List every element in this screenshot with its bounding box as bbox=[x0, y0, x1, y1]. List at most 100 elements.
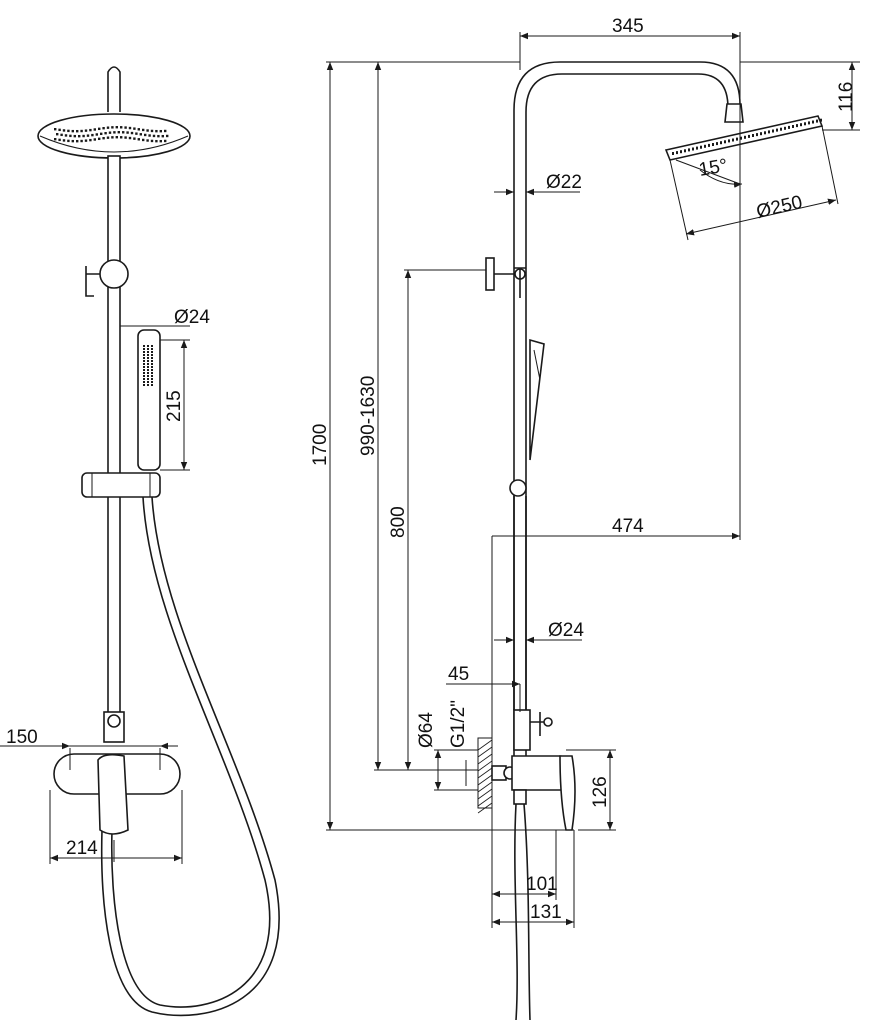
front-diverter-knob bbox=[99, 259, 129, 289]
front-hand-shower-holder bbox=[81, 472, 161, 498]
nozzle-dot bbox=[164, 139, 167, 143]
side-nozzle-dot bbox=[808, 121, 810, 125]
nozzle-dot bbox=[126, 131, 129, 134]
wall-hatch-line bbox=[477, 781, 493, 793]
nozzle-dot bbox=[128, 136, 132, 140]
side-hose bbox=[514, 803, 518, 1020]
side-holder-knob bbox=[509, 479, 527, 497]
hand-nozzle-dot bbox=[143, 354, 145, 356]
nozzle-dot bbox=[108, 131, 112, 134]
hand-nozzle-dot bbox=[147, 360, 149, 362]
side-nozzle-dot bbox=[784, 126, 786, 130]
nozzle-dot bbox=[155, 139, 158, 143]
side-nozzle-dot bbox=[720, 141, 722, 145]
nozzle-dot bbox=[133, 137, 136, 140]
nozzle-dot bbox=[76, 139, 79, 143]
side-nozzle-dot bbox=[748, 134, 750, 138]
side-nozzle-dot bbox=[820, 118, 822, 122]
nozzle-dot bbox=[117, 131, 120, 134]
side-riser-connector bbox=[513, 709, 531, 751]
nozzle-dot bbox=[111, 136, 114, 139]
side-nozzle-dot bbox=[740, 136, 742, 140]
nozzle-dot bbox=[166, 134, 169, 138]
flange-d64-extensions bbox=[434, 749, 478, 791]
depth-101-label: 101 bbox=[526, 874, 558, 895]
side-riser-inner bbox=[525, 73, 729, 790]
side-nozzle-dot bbox=[792, 125, 794, 128]
hand-nozzle-dot bbox=[151, 345, 153, 347]
hand-nozzle-dot bbox=[147, 369, 149, 371]
side-nozzle-dot bbox=[804, 122, 806, 126]
height-800-label: 800 bbox=[388, 506, 409, 538]
side-nozzle-dot bbox=[732, 138, 734, 142]
hand-nozzle-dot bbox=[151, 384, 153, 386]
side-nozzle-dot bbox=[756, 133, 758, 137]
front-view-dimensions: Ø24 215 150 214 bbox=[0, 307, 210, 864]
wall-hatch-line bbox=[477, 774, 493, 786]
hand-nozzle-dot bbox=[147, 381, 149, 383]
side-nozzle-dot bbox=[716, 142, 718, 146]
front-mixer-lever bbox=[97, 753, 129, 835]
front-shower-head-nozzles bbox=[54, 126, 169, 143]
side-nozzle-dot bbox=[680, 150, 682, 154]
mixer-214-label: 214 bbox=[66, 838, 98, 859]
nozzle-dot bbox=[67, 129, 70, 133]
thread-g12-label: G1/2" bbox=[448, 700, 469, 748]
hand-nozzle-dot bbox=[151, 348, 153, 350]
nozzle-dot bbox=[164, 129, 167, 133]
hand-nozzle-dot bbox=[143, 357, 145, 359]
nozzle-dot bbox=[137, 128, 140, 131]
hand-nozzle-dot bbox=[143, 363, 145, 365]
side-nozzle-dot bbox=[776, 128, 778, 132]
wall-hatch-line bbox=[477, 739, 493, 751]
hand-nozzle-dot bbox=[143, 378, 145, 380]
nozzle-dot bbox=[78, 134, 81, 138]
nozzle-dot bbox=[115, 136, 118, 139]
hand-nozzle-dot bbox=[151, 354, 153, 356]
hand-nozzle-dot bbox=[147, 372, 149, 374]
side-nozzle-dot bbox=[728, 139, 730, 143]
side-nozzle-dot bbox=[696, 146, 698, 150]
side-mixer-lever bbox=[559, 755, 576, 831]
wall-hatch-line bbox=[477, 795, 493, 807]
side-hose-outer bbox=[523, 803, 531, 1020]
hand-nozzle-dot bbox=[151, 369, 153, 371]
hand-nozzle-dot bbox=[147, 384, 149, 386]
height-116-extensions bbox=[740, 61, 860, 131]
front-hose-outer bbox=[100, 496, 280, 1017]
nozzle-dot bbox=[161, 134, 164, 138]
nozzle-dot bbox=[56, 133, 59, 136]
side-connector-valve-knob bbox=[543, 717, 553, 727]
hand-nozzle-dot bbox=[143, 360, 145, 362]
side-nozzle-dot bbox=[684, 149, 686, 153]
reach-474-label: 474 bbox=[612, 516, 644, 537]
side-shower-head-nozzles bbox=[672, 118, 822, 155]
side-nozzle-dot bbox=[772, 129, 774, 133]
side-head-connector bbox=[724, 103, 744, 123]
nozzle-dot bbox=[139, 133, 142, 136]
hand-nozzle-dot bbox=[151, 381, 153, 383]
angle-15-reference bbox=[675, 159, 741, 185]
side-nozzle-dot bbox=[744, 135, 746, 139]
front-hose bbox=[110, 496, 271, 1008]
hand-nozzle-dot bbox=[147, 375, 149, 377]
nozzle-dot bbox=[98, 137, 101, 141]
nozzle-dot bbox=[122, 131, 125, 134]
nozzle-dot bbox=[157, 134, 160, 138]
side-hand-shower bbox=[529, 338, 545, 461]
nozzle-dot bbox=[54, 138, 57, 141]
nozzle-dot bbox=[84, 129, 88, 132]
nozzle-dot bbox=[137, 138, 140, 141]
hand-nozzle-dot bbox=[151, 351, 153, 353]
nozzle-dot bbox=[152, 134, 156, 138]
hand-nozzle-dot bbox=[151, 357, 153, 359]
wall-hatch-line bbox=[477, 760, 493, 772]
body-126-label: 126 bbox=[590, 776, 611, 808]
nozzle-dot bbox=[124, 136, 127, 139]
side-wall-hatch bbox=[477, 739, 493, 814]
nozzle-dot bbox=[91, 133, 94, 137]
hand-nozzle-dot bbox=[151, 366, 153, 368]
side-nozzle-dot bbox=[704, 144, 706, 148]
front-holder-edges bbox=[91, 473, 151, 497]
hand-nozzle-dot bbox=[147, 366, 149, 368]
